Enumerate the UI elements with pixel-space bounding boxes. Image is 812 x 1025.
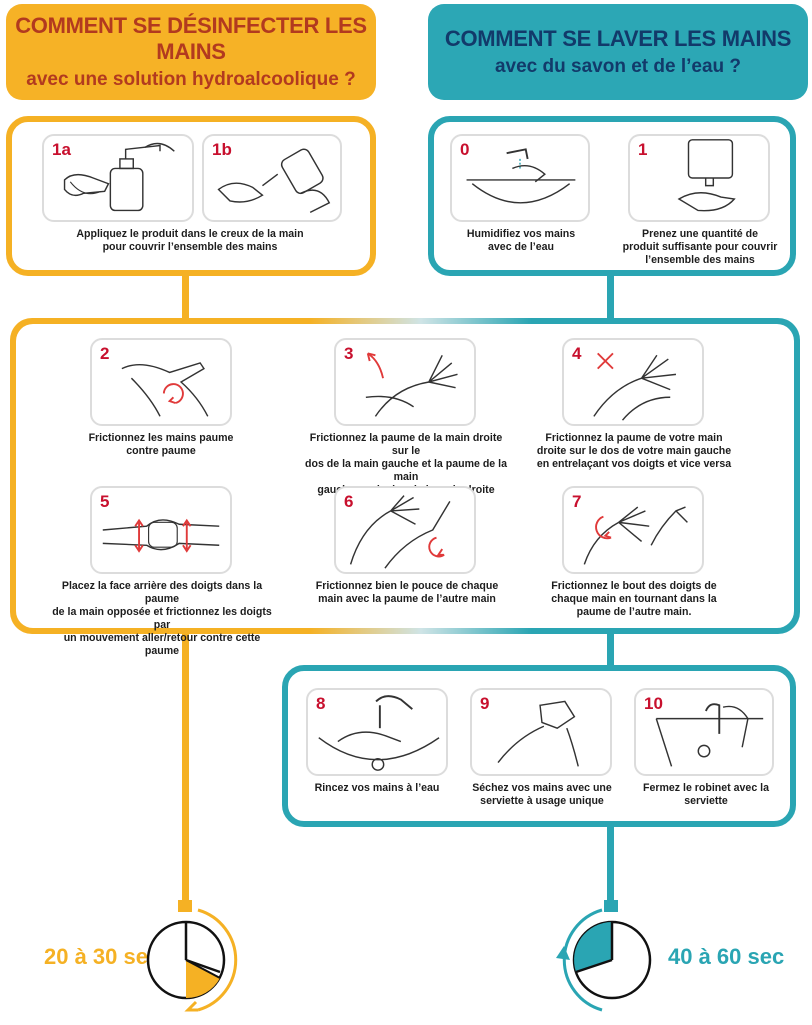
connector-right-bottom — [607, 827, 614, 903]
step-10-caption: Fermez le robinet avec la serviette — [626, 782, 786, 808]
step-number: 0 — [460, 140, 470, 159]
caption-line: avec de l’eau — [488, 241, 554, 253]
header-right-title: COMMENT SE LAVER LES MAINS — [444, 26, 792, 51]
step-8-caption: Rincez vos mains à l’eau — [296, 782, 458, 795]
close-tap-illustration — [655, 703, 764, 767]
step-1-soap-caption: Prenez une quantité de produit suffisant… — [620, 228, 780, 267]
step-card-7: 7 — [562, 486, 704, 574]
caption-line: Frictionnez bien le pouce de chaque — [315, 580, 499, 592]
step-card-10: 10 — [634, 688, 774, 776]
step-number: 4 — [572, 344, 582, 363]
timer-left-label: 20 à 30 sec — [44, 944, 161, 969]
step-0-caption: Humidifiez vos mains avec de l’eau — [446, 228, 596, 254]
caption-line: dos de la main gauche et la paume de la … — [305, 458, 507, 483]
caption-line: Frictionnez le bout des doigts de — [551, 580, 717, 592]
step-number: 1 — [638, 140, 648, 159]
caption-line: main avec la paume de l’autre main — [318, 593, 496, 605]
step-card-1a: 1a — [42, 134, 194, 222]
stopwatch-right-icon — [552, 898, 662, 1020]
step-9-caption: Séchez vos mains avec une serviette à us… — [462, 782, 622, 808]
step-number: 7 — [572, 492, 582, 511]
step-number: 9 — [480, 694, 490, 713]
step-7-caption: Frictionnez le bout des doigts de chaque… — [544, 580, 724, 619]
header-soap-water: COMMENT SE LAVER LES MAINS avec du savon… — [428, 4, 808, 100]
sink-wet-hands-illustration — [466, 148, 576, 204]
interlaced-fingers-illustration — [593, 352, 677, 421]
caption-line: paume de l’autre main. — [576, 606, 692, 618]
bottle-hand-illustration — [217, 148, 331, 214]
timer-right-label: 40 à 60 sec — [668, 944, 785, 969]
connector-right-top — [607, 276, 614, 320]
caption-line: produit suffisante pour couvrir — [622, 241, 778, 253]
header-left-subtitle: avec une solution hydroalcoolique ? — [26, 69, 356, 90]
caption-line: en entrelaçant vos doigts et vice versa — [536, 458, 732, 470]
step-1-caption: Appliquez le produit dans le creux de la… — [40, 228, 340, 254]
connector-right-mid — [607, 634, 614, 667]
palm-to-palm-illustration — [121, 362, 209, 417]
caption-line: Prenez une quantité de — [642, 228, 758, 240]
rinse-hands-illustration — [318, 695, 440, 771]
dry-towel-illustration — [497, 700, 579, 767]
step-card-8: 8 — [306, 688, 448, 776]
step-number: 3 — [344, 344, 354, 363]
header-hydroalcoholic: COMMENT SE DÉSINFECTER LES MAINS avec un… — [6, 4, 376, 100]
caption-line: Fermez le robinet avec la — [642, 782, 769, 794]
thumb-rotation-illustration — [349, 495, 451, 569]
step-number: 10 — [644, 694, 663, 713]
step-number: 8 — [316, 694, 326, 713]
caption-line: Rincez vos mains à l’eau — [314, 782, 440, 794]
caption-line: Appliquez le produit dans le creux de la… — [76, 228, 304, 240]
caption-line: Frictionnez la paume de la main droite s… — [309, 432, 503, 457]
step-card-0: 0 — [450, 134, 590, 222]
step-card-3: 3 — [334, 338, 476, 426]
caption-line: serviette à usage unique — [480, 795, 604, 807]
back-of-hand-illustration — [365, 352, 458, 417]
step-4-caption: Frictionnez la paume de votre main droit… — [534, 432, 734, 471]
step-card-9: 9 — [470, 688, 612, 776]
caption-line: Humidifiez vos mains — [466, 228, 576, 240]
step-card-5: 5 — [90, 486, 232, 574]
step-card-1: 1 — [628, 134, 770, 222]
connector-left-top — [182, 276, 189, 320]
header-right-subtitle: avec du savon et de l’eau ? — [494, 56, 742, 77]
step-card-4: 4 — [562, 338, 704, 426]
step-number: 1a — [52, 140, 71, 159]
step-6-caption: Frictionnez bien le pouce de chaque main… — [312, 580, 502, 606]
caption-line: un mouvement aller/retour contre cette p… — [63, 632, 261, 657]
step-2-caption: Frictionnez les mains paume contre paume — [76, 432, 246, 458]
step-card-6: 6 — [334, 486, 476, 574]
caption-line: de la main opposée et frictionnez les do… — [52, 606, 272, 631]
caption-line: serviette — [684, 795, 728, 807]
soap-dispenser-illustration — [677, 139, 736, 212]
connector-left-bottom — [182, 634, 189, 902]
step-number: 6 — [344, 492, 354, 511]
fingertips-illustration — [583, 506, 688, 565]
caption-line: Frictionnez les mains paume — [88, 432, 234, 444]
step-number: 2 — [100, 344, 110, 363]
caption-line: contre paume — [126, 445, 196, 457]
step-card-1b: 1b — [202, 134, 342, 222]
hand-dispenser-illustration — [63, 142, 175, 212]
header-left-title: COMMENT SE DÉSINFECTER LES MAINS — [15, 13, 367, 64]
caption-line: Séchez vos mains avec une — [472, 782, 612, 794]
caption-line: chaque main en tournant dans la — [551, 593, 717, 605]
caption-line: droite sur le dos de votre main gauche — [536, 445, 732, 457]
step-number: 5 — [100, 492, 110, 511]
caption-line: Placez la face arrière des doigts dans l… — [61, 580, 263, 605]
step-5-caption: Placez la face arrière des doigts dans l… — [50, 580, 274, 658]
finger-backs-illustration — [102, 518, 220, 553]
caption-line: Frictionnez la paume de votre main — [545, 432, 723, 444]
caption-line: l’ensemble des mains — [645, 254, 755, 266]
stopwatch-left-icon — [140, 898, 244, 1020]
step-number: 1b — [212, 140, 232, 159]
caption-line: pour couvrir l’ensemble des mains — [102, 241, 278, 253]
step-card-2: 2 — [90, 338, 232, 426]
